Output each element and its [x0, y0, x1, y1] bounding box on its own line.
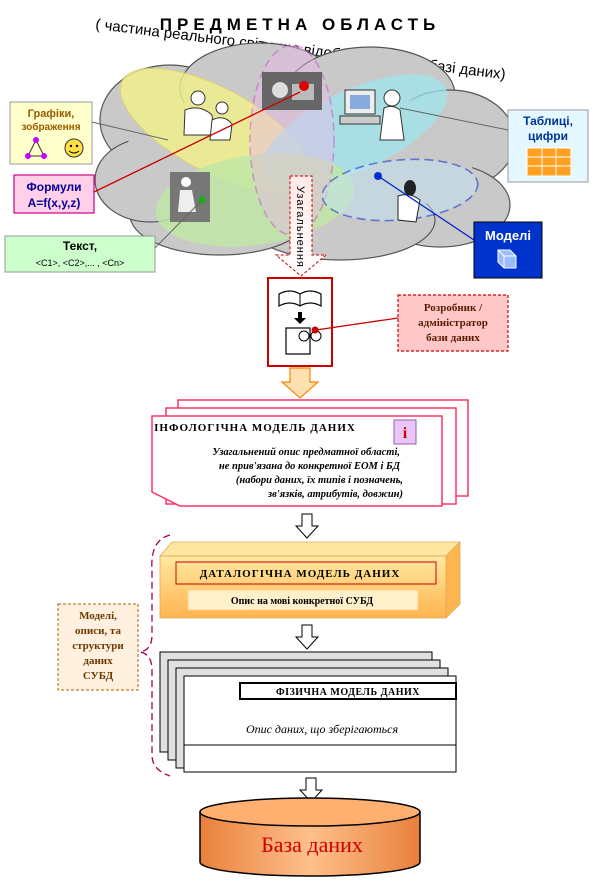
datalogical-desc: Опис на мові конкретної СУБД — [231, 596, 373, 607]
models-note: Моделі — [473, 221, 543, 279]
svg-text:Таблиці,: Таблиці, — [523, 114, 573, 128]
reading-people-picture — [183, 90, 233, 141]
cube-icon — [497, 249, 517, 269]
svg-text:зображення: зображення — [21, 121, 80, 133]
down-arrow-2 — [294, 624, 320, 650]
dbms-brace — [139, 534, 171, 777]
svg-text:СУБД: СУБД — [83, 670, 114, 682]
generalization-arrow: Узагальнення — [274, 175, 328, 277]
svg-text:структури: структури — [72, 640, 124, 652]
svg-text:Графіки,: Графіки, — [28, 108, 75, 120]
database-label: База даних — [261, 832, 363, 857]
svg-text:Узагальнення: Узагальнення — [294, 186, 306, 268]
svg-text:A=f(x,y,z): A=f(x,y,z) — [28, 196, 81, 210]
infological-title: ІНФОЛОГІЧНА МОДЕЛЬ ДАНИХ — [154, 422, 356, 434]
developer-workstation — [267, 277, 333, 367]
formulas-note: Формули A=f(x,y,z) — [13, 174, 95, 214]
infological-model: ІНФОЛОГІЧНА МОДЕЛЬ ДАНИХ і Узагальнений … — [151, 399, 469, 507]
graphics-note: Графіки, зображення — [9, 101, 93, 165]
info-badge-icon: і — [393, 419, 417, 445]
tables-note: Таблиці, цифри — [507, 109, 589, 183]
technician-picture — [262, 72, 322, 110]
svg-text:бази даних: бази даних — [426, 332, 480, 344]
database-cylinder: База даних — [199, 797, 421, 877]
svg-text:Формули: Формули — [27, 180, 82, 194]
developer-note: Розробник / адміністратор бази даних — [397, 294, 509, 352]
datalogical-title: ДАТАЛОГІЧНА МОДЕЛЬ ДАНИХ — [200, 568, 401, 580]
table-grid-icon — [526, 147, 572, 177]
svg-text:даних: даних — [83, 655, 113, 667]
dbms-note: Моделі, описи, та структури даних СУБД — [57, 603, 139, 691]
down-arrow-orange — [280, 367, 320, 399]
svg-text:адміністратор: адміністратор — [418, 317, 488, 329]
tree-graph-icon — [25, 137, 47, 159]
domain-title: ПРЕДМЕТНА ОБЛАСТЬ — [160, 15, 440, 34]
svg-text:зв'язків, атрибутів, довжин): зв'язків, атрибутів, довжин) — [267, 489, 403, 500]
computer-user-picture — [339, 89, 405, 141]
down-arrow-1 — [294, 513, 320, 539]
svg-text:<C1>, <C2>,... , <Cn>: <C1>, <C2>,... , <Cn> — [36, 258, 125, 268]
svg-text:(набори даних, їх типів і позн: (набори даних, їх типів і позначень, — [236, 475, 403, 486]
svg-text:Узагальнений опис предматної о: Узагальнений опис предматної області, — [212, 447, 400, 458]
svg-text:Моделі: Моделі — [485, 228, 531, 243]
surveyor-picture — [170, 172, 210, 222]
svg-text:Розробник /: Розробник / — [424, 302, 483, 314]
smiley-icon — [64, 138, 84, 158]
down-arrow-3 — [298, 777, 324, 803]
physical-title: ФІЗИЧНА МОДЕЛЬ ДАНИХ — [276, 687, 420, 698]
svg-text:описи, та: описи, та — [75, 625, 121, 637]
datalogical-model: ДАТАЛОГІЧНА МОДЕЛЬ ДАНИХ Опис на мові ко… — [159, 541, 461, 619]
svg-text:Моделі,: Моделі, — [79, 610, 117, 622]
svg-text:і: і — [403, 425, 408, 442]
physical-desc: Опис даних, що зберігаються — [246, 722, 399, 736]
svg-text:Текст,: Текст, — [63, 239, 97, 253]
physical-model: ФІЗИЧНА МОДЕЛЬ ДАНИХ Опис даних, що збер… — [159, 651, 457, 773]
text-note: Текст, <C1>, <C2>,... , <Cn> — [4, 235, 156, 273]
svg-text:цифри: цифри — [528, 129, 568, 143]
svg-text:не прив'язана до конкретної ЕО: не прив'язана до конкретної ЕОМ і БД — [219, 461, 401, 472]
